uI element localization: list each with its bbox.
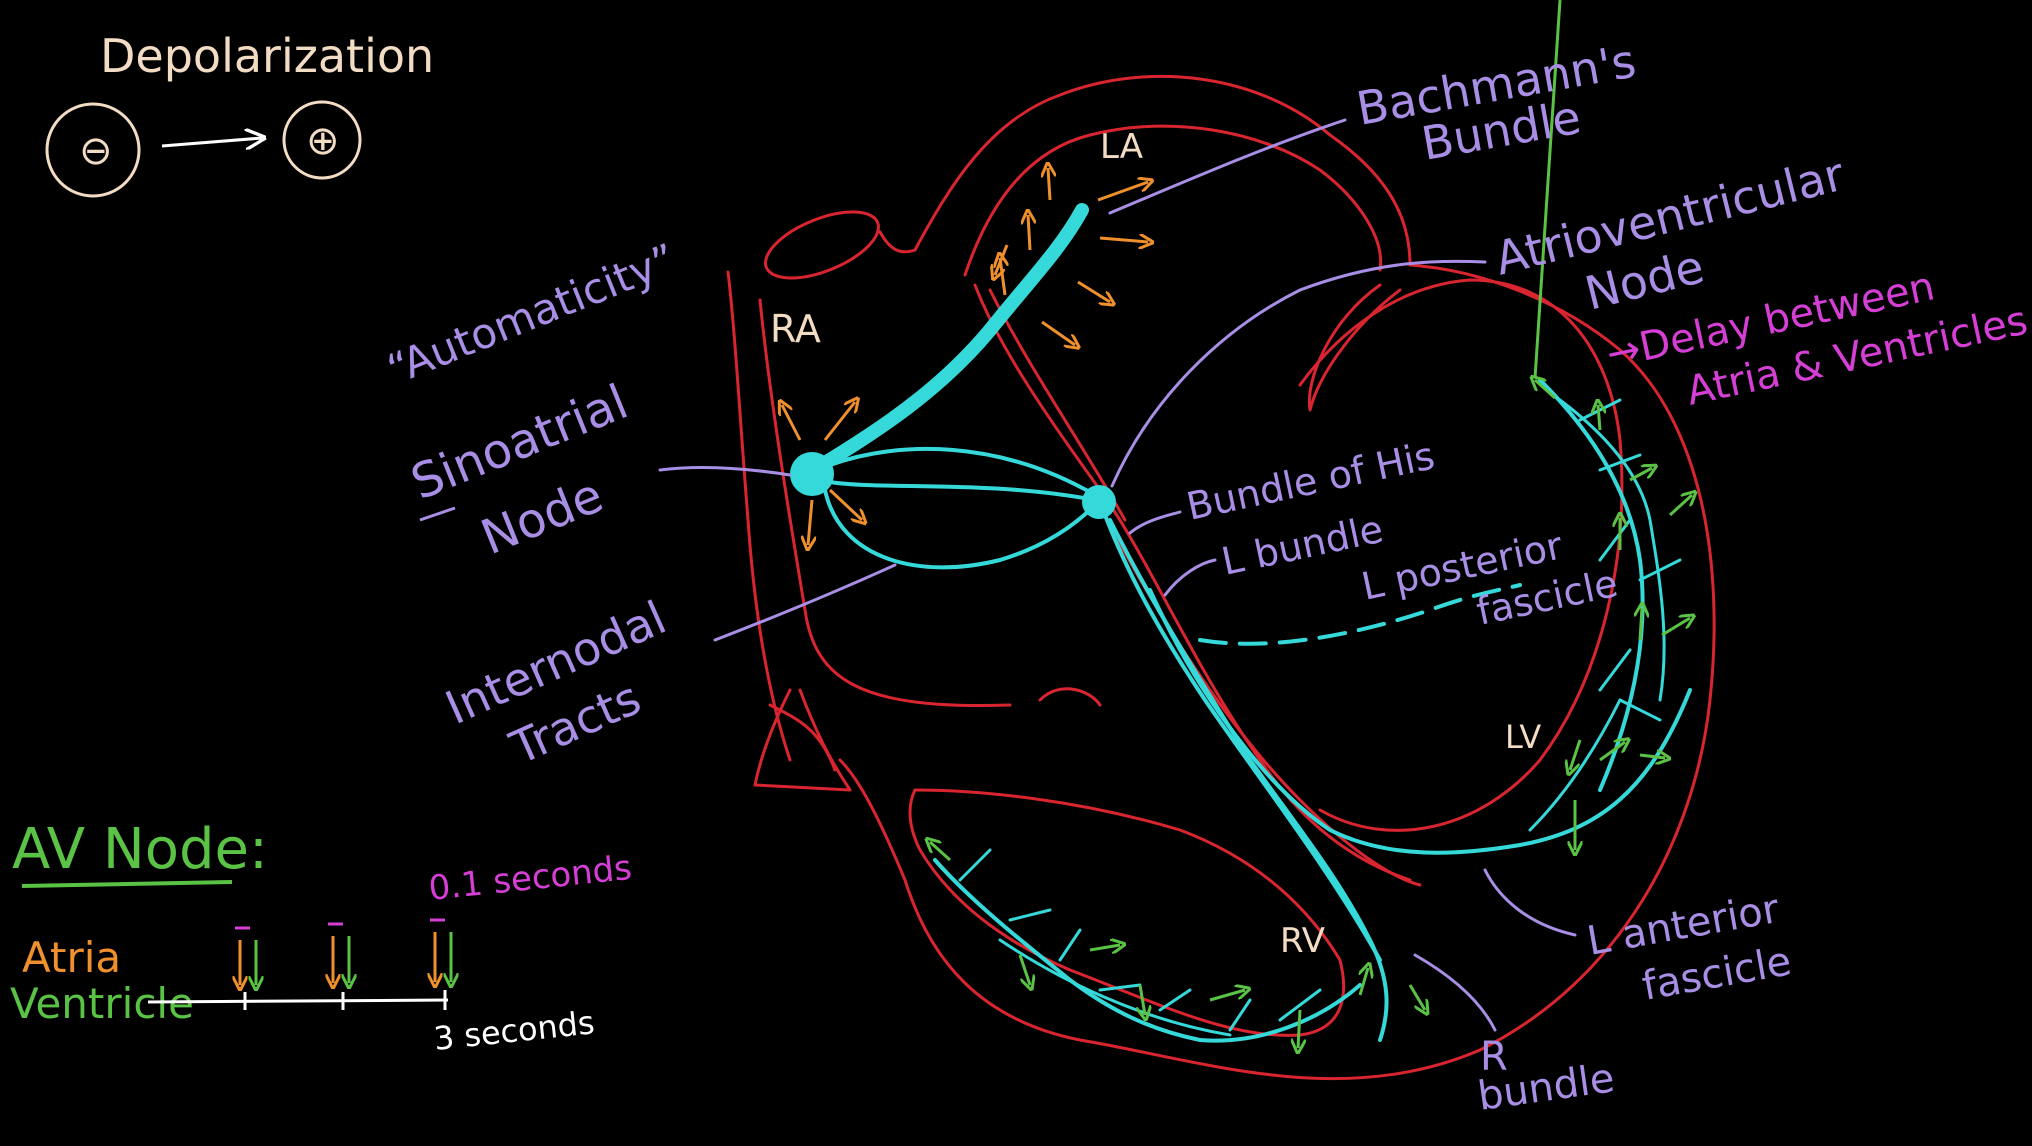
ventricular-depolarization-arrows	[930, 0, 1692, 1048]
ra-label: RA	[770, 307, 821, 351]
negative-cell-icon	[45, 102, 141, 198]
leader-lines	[658, 118, 1577, 1032]
lv-label: LV	[1505, 718, 1541, 756]
timeline-axis	[147, 998, 449, 1004]
beat-markers	[235, 918, 451, 985]
positive-cell-icon	[282, 100, 362, 180]
chamber-labels: RA LA LV RV	[770, 127, 1541, 961]
bundle-of-his-label: Bundle of His	[1183, 433, 1439, 528]
atrial-depolarization-arrows	[782, 168, 1148, 545]
conduction-system	[790, 203, 1692, 1043]
automaticity-label: “Automaticity”	[380, 234, 683, 394]
av-node-icon	[1082, 485, 1116, 519]
positive-symbol: ⊕	[306, 118, 340, 164]
sinoatrial-label: Sinoatrial	[404, 374, 636, 511]
negative-symbol: ⊖	[79, 128, 113, 174]
depolarization-legend: Depolarization ⊖ ⊕	[45, 29, 434, 198]
r-bundle-r-label: R	[1480, 1034, 1508, 1080]
duration-label: 3 seconds	[432, 1003, 596, 1058]
legend-arrow	[161, 138, 262, 146]
atria-label: Atria	[22, 933, 121, 982]
anatomy-labels: “Automaticity” Sinoatrial Node Internoda…	[380, 34, 1849, 1120]
la-label: LA	[1100, 127, 1143, 167]
av-node-title-underline	[21, 880, 233, 888]
av-node-title: AV Node:	[12, 817, 268, 882]
vena-cava-opening	[764, 210, 880, 280]
delay-seconds-label: 0.1 seconds	[427, 848, 634, 909]
rv-label: RV	[1280, 921, 1325, 961]
bachmanns-bundle-path	[803, 203, 1089, 479]
ventricle-label: Ventricle	[10, 979, 194, 1028]
sa-node-icon	[790, 452, 834, 496]
legend-title: Depolarization	[100, 29, 434, 83]
sinoatrial-underline	[419, 506, 456, 522]
av-node-panel: AV Node: 0.1 seconds Atria Ventricle 3 s…	[10, 817, 634, 1058]
